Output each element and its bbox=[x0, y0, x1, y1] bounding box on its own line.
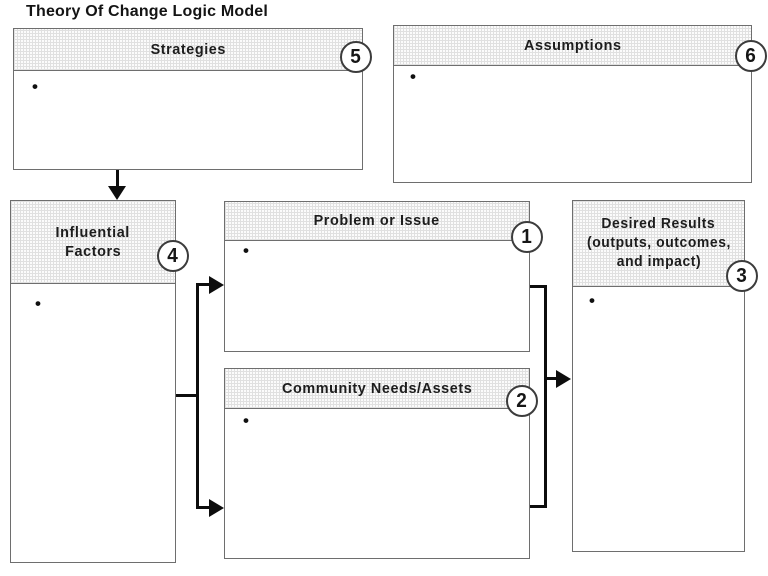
box-influential-factors-header: Influential Factors bbox=[11, 201, 175, 284]
box-influential-factors-body: • bbox=[11, 284, 175, 314]
box-problem-or-issue: Problem or Issue • bbox=[224, 201, 530, 352]
bullet-marker: • bbox=[410, 67, 416, 86]
connector-left-top-line bbox=[196, 283, 210, 286]
box-assumptions-header: Assumptions bbox=[394, 26, 751, 66]
connector-right-bottom-line bbox=[530, 505, 547, 508]
page-title: Theory Of Change Logic Model bbox=[26, 3, 269, 20]
box-influential-factors: Influential Factors • bbox=[10, 200, 176, 563]
step-number-1: 1 bbox=[521, 225, 533, 248]
box-problem-or-issue-body: • bbox=[225, 241, 529, 261]
box-strategies-label: Strategies bbox=[150, 40, 226, 58]
bullet-marker: • bbox=[589, 291, 595, 310]
box-desired-results-label-line3: and impact) bbox=[616, 253, 701, 270]
step-circle-4: 4 bbox=[157, 240, 189, 272]
box-assumptions-body: • bbox=[394, 66, 751, 87]
step-circle-1: 1 bbox=[511, 221, 543, 253]
box-strategies-header: Strategies bbox=[14, 29, 362, 71]
box-assumptions-label: Assumptions bbox=[523, 36, 622, 54]
bullet-marker: • bbox=[32, 77, 38, 96]
step-circle-5: 5 bbox=[340, 41, 372, 73]
connector-right-vertical bbox=[544, 285, 547, 508]
box-strategies-body: • bbox=[14, 71, 362, 97]
bullet-marker: • bbox=[35, 294, 41, 313]
connector-strategies-to-influential-line bbox=[116, 170, 119, 188]
step-circle-3: 3 bbox=[726, 260, 758, 292]
box-desired-results: Desired Results (outputs, outcomes, and … bbox=[572, 200, 745, 552]
step-circle-6: 6 bbox=[735, 40, 767, 72]
arrow-right-icon bbox=[556, 370, 571, 388]
box-community-needs-assets-header: Community Needs/Assets bbox=[225, 369, 529, 409]
arrow-right-icon bbox=[209, 499, 224, 517]
box-community-needs-assets: Community Needs/Assets • bbox=[224, 368, 530, 559]
connector-influential-stub bbox=[176, 394, 197, 397]
step-number-3: 3 bbox=[736, 264, 748, 287]
box-community-needs-assets-label: Community Needs/Assets bbox=[281, 379, 473, 397]
bullet-marker: • bbox=[243, 241, 249, 260]
box-influential-factors-label-line2: Factors bbox=[64, 243, 122, 260]
box-strategies: Strategies • bbox=[13, 28, 363, 170]
connector-to-desired-line bbox=[547, 377, 557, 380]
step-number-4: 4 bbox=[167, 244, 179, 267]
box-desired-results-body: • bbox=[573, 287, 744, 311]
box-community-needs-assets-body: • bbox=[225, 409, 529, 431]
box-influential-factors-label-line1: Influential bbox=[55, 223, 131, 241]
step-number-6: 6 bbox=[745, 44, 757, 67]
step-number-5: 5 bbox=[350, 45, 362, 68]
bullet-marker: • bbox=[243, 411, 249, 430]
box-desired-results-header: Desired Results (outputs, outcomes, and … bbox=[573, 201, 744, 287]
box-desired-results-label-line2: (outputs, outcomes, bbox=[586, 235, 731, 252]
arrow-right-icon bbox=[209, 276, 224, 294]
box-problem-or-issue-label: Problem or Issue bbox=[313, 212, 441, 230]
connector-left-bottom-line bbox=[196, 506, 210, 509]
connector-right-top-line bbox=[530, 285, 547, 288]
step-circle-2: 2 bbox=[506, 385, 538, 417]
connector-left-vertical bbox=[196, 283, 199, 509]
box-desired-results-label-line1: Desired Results bbox=[601, 216, 716, 233]
step-number-2: 2 bbox=[516, 389, 528, 412]
arrow-down-icon bbox=[108, 186, 126, 200]
box-assumptions: Assumptions • bbox=[393, 25, 752, 183]
box-problem-or-issue-header: Problem or Issue bbox=[225, 202, 529, 241]
